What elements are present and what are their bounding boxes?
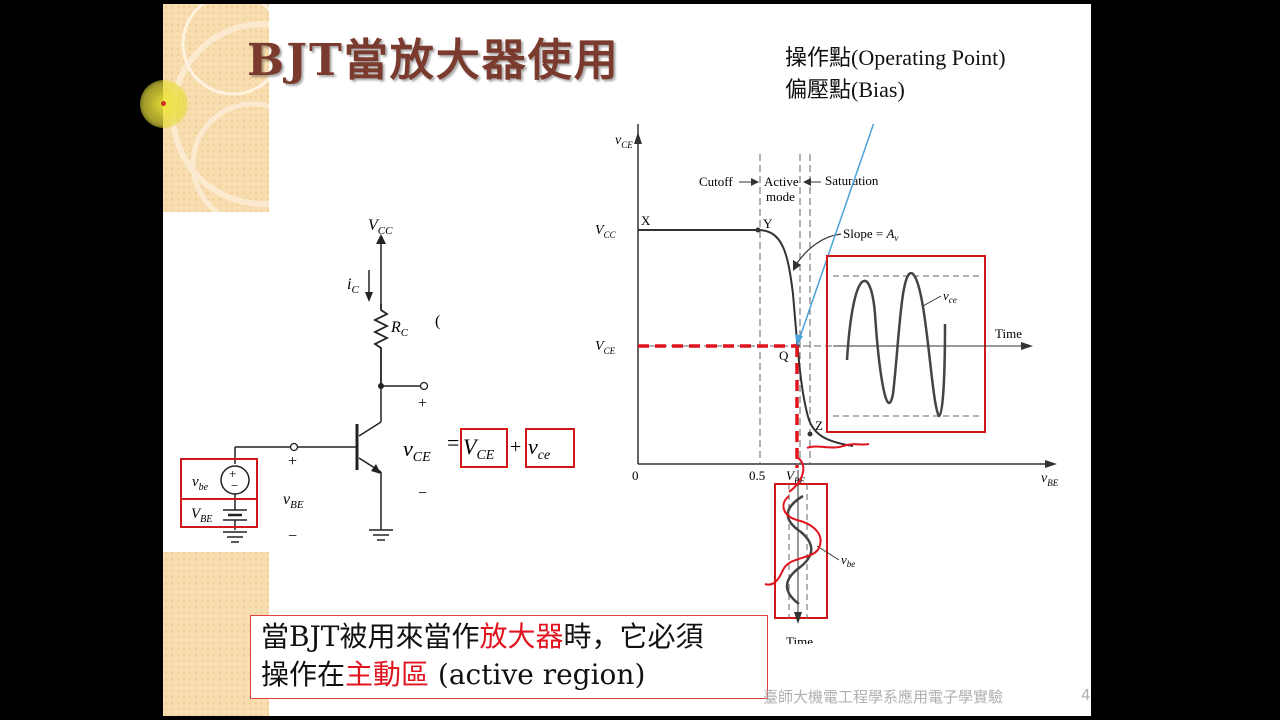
source-plus: + — [229, 466, 236, 481]
input-minus: − — [288, 528, 297, 545]
eq-term1: VCE — [463, 434, 495, 463]
point-x: X — [641, 213, 651, 228]
note-highlight-active: 主動區 — [345, 658, 430, 691]
slide: BJT當放大器使用 操作點(Operating Point) 偏壓點(Bias)… — [163, 4, 1091, 716]
output-plus: + — [418, 395, 427, 412]
vcc-tick: VCC — [595, 223, 617, 240]
note-text-1a: 當BJT被用來當作 — [261, 620, 480, 653]
note-text-1b: 時，它必須 — [563, 620, 704, 653]
vce-wave-label: vce — [943, 288, 957, 305]
source-minus: − — [231, 478, 238, 493]
y-axis-label: vCE — [615, 133, 633, 150]
point-z: Z — [815, 418, 823, 433]
vbe-wave-label: vbe — [841, 552, 855, 569]
point-q: Q — [779, 348, 789, 363]
note-line-2: 操作在主動區 (active region) — [261, 656, 767, 694]
bjt-circuit: VCC iC RC ( + − + − vBE — [180, 217, 575, 545]
eq-term2: vce — [528, 434, 550, 463]
transfer-characteristic: vCE vBE 0 0.5 VBE Cutoff Active mode Sat… — [595, 124, 1059, 644]
output-minus: − — [418, 485, 427, 502]
input-plus: + — [288, 453, 297, 470]
active-label: Active — [764, 174, 799, 189]
point-y: Y — [763, 216, 773, 231]
mode-label: mode — [766, 189, 795, 204]
eq-equals: = — [447, 430, 459, 455]
rc-label: RC — [390, 319, 409, 339]
slide-title: BJT當放大器使用 — [247, 35, 620, 86]
slope-label: Slope = Av — [843, 226, 898, 243]
paren-mark: ( — [435, 313, 440, 330]
vce-dc-box — [460, 428, 508, 468]
pointer-dot — [161, 101, 166, 106]
note-highlight-amplifier: 放大器 — [479, 620, 564, 653]
tick-0-5: 0.5 — [749, 468, 765, 483]
vce-tick: VCE — [595, 339, 616, 356]
vce-ac-box — [525, 428, 575, 468]
x-axis-label: vBE — [1041, 471, 1059, 488]
note-text-2a: 操作在 — [261, 658, 346, 691]
vbe-ac-label: vbe — [192, 474, 209, 493]
eq-lhs: vCE — [403, 436, 431, 465]
saturation-label: Saturation — [825, 173, 879, 188]
origin-label: 0 — [632, 468, 639, 483]
bias-label: 偏壓點(Bias) — [785, 77, 905, 102]
vbe-input-label: vBE — [283, 491, 304, 511]
ic-label: iC — [347, 276, 359, 296]
time-bottom-label: Time — [786, 634, 813, 644]
operating-point-label: 操作點(Operating Point) — [785, 45, 1006, 70]
note-text-2b: (active region) — [429, 658, 646, 691]
note-line-1: 當BJT被用來當作放大器時，它必須 — [261, 618, 767, 656]
footer-text: 臺師大機電工程學系應用電子學實驗 — [763, 688, 1004, 706]
note-box: 當BJT被用來當作放大器時，它必須 操作在主動區 (active region) — [250, 615, 768, 699]
page-number: 4 — [1081, 686, 1091, 704]
cutoff-label: Cutoff — [699, 174, 733, 189]
time-right-label: Time — [995, 326, 1022, 341]
vbe-dc-label: VBE — [191, 506, 212, 525]
eq-plus: + — [510, 436, 521, 458]
vcc-label: VCC — [368, 217, 393, 237]
